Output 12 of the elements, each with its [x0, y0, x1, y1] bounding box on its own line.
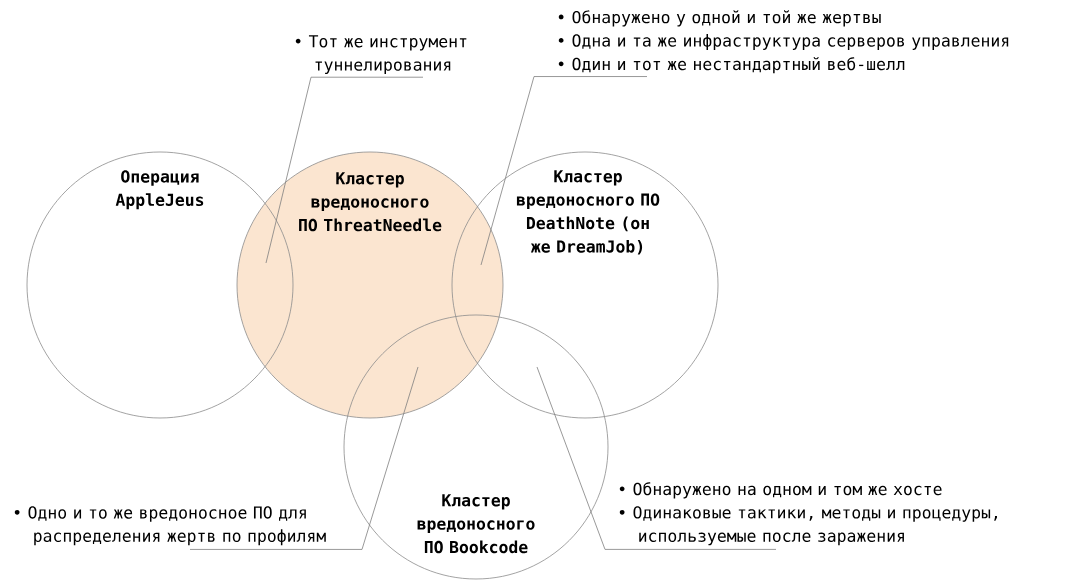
leader-line: [265, 76, 424, 264]
bullet-list: • Одно и то же вредоносное ПО для распределения жертв по профилям: [14, 506, 326, 546]
circle-label: Операция AppleJeus: [115, 170, 204, 210]
bullet-list: • Обнаружено у одной и той же жертвы • Одна и та же инфраструктура серверов управления • Один и тот же нестандартный веб-шелл: [558, 10, 1009, 74]
bullet-list: • Тот же инструмент туннелирования: [295, 35, 467, 74]
leader-line: [480, 76, 648, 266]
leader-line: [536, 366, 777, 550]
bullet-list: • Обнаружено на одном и том же хосте • Одинаковые тактики, методы и процедуры, используемые после заражения: [619, 482, 997, 546]
circle-label: Кластер вредоносного ПО DeathNote (он же DreamJob): [516, 170, 660, 255]
circle-label: Кластер вредоносного ПО ThreatNeedle: [299, 172, 442, 232]
leader-line: [189, 366, 419, 550]
circle-label: Кластер вредоносного ПО Bookcode: [417, 494, 535, 554]
